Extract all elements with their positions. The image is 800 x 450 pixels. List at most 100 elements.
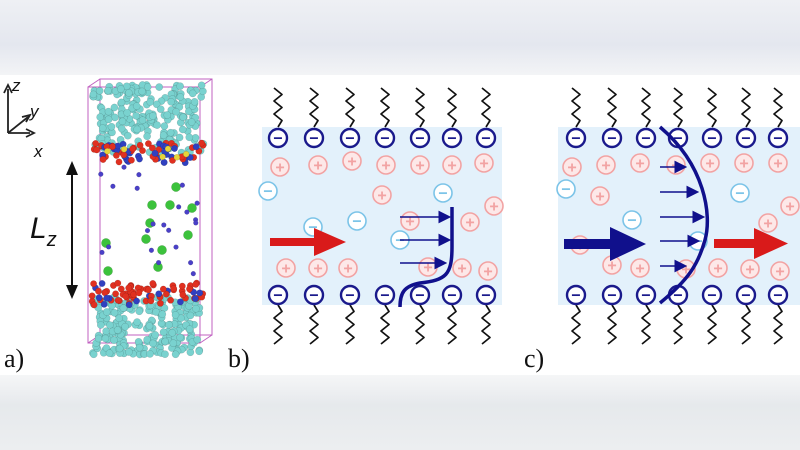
svg-text:−: − [773, 288, 782, 305]
particle [192, 304, 200, 313]
lipid-tail [773, 87, 783, 128]
particle [190, 271, 196, 277]
particle [159, 131, 168, 140]
particle [148, 112, 157, 120]
cation: + [562, 157, 582, 177]
particle [164, 145, 172, 153]
particle [152, 100, 161, 109]
particle [194, 200, 200, 206]
particle [148, 247, 155, 253]
anion: − [565, 284, 587, 306]
lipid-tail [741, 87, 751, 128]
cation: + [342, 151, 362, 171]
cation: + [596, 155, 616, 175]
particle [167, 296, 175, 304]
particle [132, 102, 141, 110]
svg-text:−: − [561, 182, 570, 199]
particle [119, 304, 128, 312]
particle [166, 128, 175, 137]
particle [105, 244, 112, 250]
lipid-tail [481, 87, 491, 128]
particle [151, 149, 159, 157]
md-snapshot [88, 81, 208, 359]
particle [89, 90, 98, 99]
cation: + [418, 257, 438, 277]
lipid-tails-b [273, 87, 491, 345]
particle [114, 296, 122, 304]
counter-anion: − [258, 181, 278, 201]
lipid-tail [641, 87, 651, 128]
svg-text:+: + [313, 261, 322, 278]
particle [106, 321, 114, 329]
svg-text:−: − [571, 131, 580, 148]
flow-arrow-red-b [270, 228, 346, 256]
cation: + [630, 258, 650, 278]
particle [114, 279, 122, 287]
particle [89, 350, 98, 359]
cation: + [666, 155, 686, 175]
particle [138, 87, 146, 96]
particle [176, 298, 184, 306]
cation: + [452, 258, 472, 278]
particle [175, 133, 184, 142]
svg-text:−: − [641, 288, 650, 305]
particle [103, 294, 111, 302]
anion: − [303, 127, 325, 149]
particle [184, 209, 190, 215]
particle [190, 97, 199, 106]
cation: + [474, 153, 494, 173]
anion: − [267, 284, 289, 306]
particle [104, 115, 113, 124]
anion: − [303, 284, 325, 306]
svg-text:−: − [263, 184, 272, 201]
particle [129, 145, 137, 153]
cation: + [590, 186, 610, 206]
anion: − [409, 284, 431, 306]
cation: + [308, 258, 328, 278]
particle [123, 109, 131, 117]
svg-text:−: − [481, 288, 490, 305]
particle [159, 153, 166, 161]
anion: − [635, 127, 657, 149]
axis-label-y: y [29, 102, 40, 121]
svg-text:+: + [275, 160, 284, 177]
svg-text:−: − [438, 186, 447, 203]
svg-text:−: − [673, 288, 682, 305]
particle [132, 112, 140, 120]
lipid-tail [773, 304, 783, 345]
svg-text:+: + [343, 261, 352, 278]
particle [177, 314, 185, 322]
svg-text:+: + [775, 264, 784, 281]
svg-text:+: + [635, 261, 644, 278]
panel-c: −−−−−−−−−−−−−−+++++++++++++++++−−−− c) [524, 87, 800, 373]
lipid-tail [571, 304, 581, 345]
particle [171, 182, 181, 192]
particle [125, 348, 133, 356]
particle [98, 171, 104, 177]
svg-text:−: − [481, 131, 490, 148]
particle [100, 300, 108, 308]
particle [173, 244, 179, 250]
cation: + [338, 258, 358, 278]
svg-text:+: + [601, 158, 610, 175]
figure: z y x Lz a) −−−−−−−−−−−−−−++++++++++++++… [0, 75, 800, 375]
particle [90, 301, 98, 309]
svg-text:−: − [415, 131, 424, 148]
particle [144, 140, 152, 148]
particle [151, 331, 159, 339]
particle [160, 122, 169, 130]
axis-label-z: z [11, 76, 21, 95]
particle [125, 301, 133, 309]
particle [167, 97, 175, 106]
lipid-tail [345, 87, 355, 128]
particle [110, 183, 116, 189]
particle [170, 285, 178, 293]
particle [136, 155, 143, 163]
counter-anion: − [556, 179, 576, 199]
particle [188, 260, 194, 266]
particle [155, 83, 163, 91]
particle [166, 227, 172, 233]
svg-text:+: + [281, 261, 290, 278]
particle [122, 292, 130, 300]
particle [93, 146, 101, 154]
